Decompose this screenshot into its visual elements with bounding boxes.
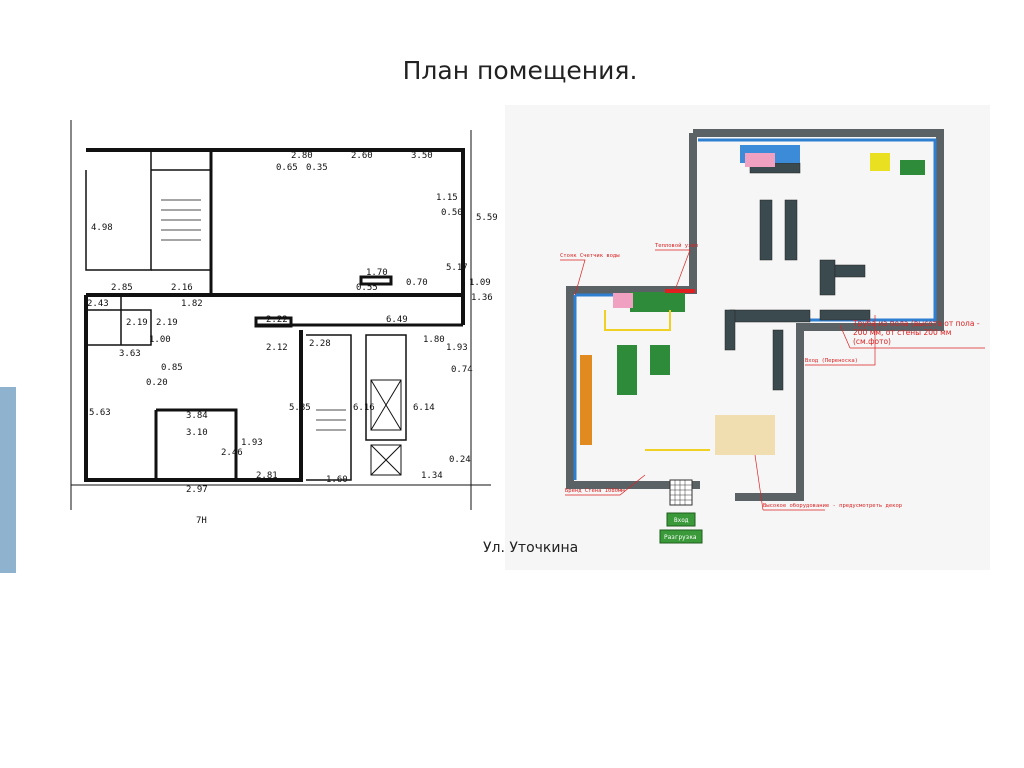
- page-title: План помещения.: [402, 56, 638, 85]
- dim-label: 1.70: [366, 268, 388, 278]
- dim-label: 2.19: [156, 318, 178, 328]
- dim-label: 6.16: [353, 403, 375, 413]
- note-water-riser: Стояк Счетчик воды: [560, 253, 620, 259]
- dim-label: 3.84: [186, 411, 208, 421]
- note-pipe: Труба из пола (высота от пола - 200 мм, …: [853, 319, 980, 346]
- floor-plan-layout: Стояк Счетчик воды Тепловой узел Вход (П…: [505, 105, 990, 570]
- dim-label: 1.09: [469, 278, 491, 288]
- dim-label: 2.81: [256, 471, 278, 481]
- dim-label: 6.49: [386, 315, 408, 325]
- dim-label: 2.12: [266, 343, 288, 353]
- floor-plan-original: 2.80 2.60 3.50 4.98 2.85 2.16 2.43 1.82 …: [51, 110, 503, 527]
- dim-label: 2.28: [309, 339, 331, 349]
- dim-label: 0.35: [306, 163, 328, 173]
- dim-label: 2.46: [221, 448, 243, 458]
- dim-label: 6.14: [413, 403, 435, 413]
- dim-label: 5.17: [446, 263, 468, 273]
- dim-label: 2.97: [186, 485, 208, 495]
- dim-label: 0.20: [146, 378, 168, 388]
- dim-label: 1.34: [421, 471, 443, 481]
- dim-label: 2.16: [171, 283, 193, 293]
- dim-label: 5.59: [476, 213, 498, 223]
- dim-label: 1.93: [446, 343, 468, 353]
- dim-label: 3.10: [186, 428, 208, 438]
- note-entrance-carry: Вход (Переноска): [805, 358, 858, 364]
- dim-label: 2.80: [291, 151, 313, 161]
- note-heat-unit: Тепловой узел: [655, 243, 698, 249]
- dim-label: 1.60: [326, 475, 348, 485]
- dim-label: 5.63: [89, 408, 111, 418]
- dim-label: 0.24: [449, 455, 471, 465]
- dim-label: 1.93: [241, 438, 263, 448]
- unloading-label: Разгрузка: [664, 534, 697, 541]
- dim-label: 0.50: [441, 208, 463, 218]
- dim-label: 0.65: [276, 163, 298, 173]
- side-accent-bar: [0, 387, 16, 573]
- note-tall-equipment: Высокое оборудование - предусмотреть дек…: [763, 502, 902, 509]
- dim-label: 1.82: [181, 299, 203, 309]
- dim-label: 1.00: [149, 335, 171, 345]
- dim-label: 2.60: [351, 151, 373, 161]
- dim-label: 2.43: [87, 299, 109, 309]
- dim-label: 0.70: [406, 278, 428, 288]
- dim-label: 2.22: [266, 315, 288, 325]
- dim-label: 1.80: [423, 335, 445, 345]
- dim-label: 1.36: [471, 293, 493, 303]
- dim-label: 5.85: [289, 403, 311, 413]
- entrance-label: Вход: [674, 517, 689, 524]
- dim-label: 3.50: [411, 151, 433, 161]
- dim-label: 0.85: [161, 363, 183, 373]
- dim-label: 0.55: [356, 283, 378, 293]
- dim-label: 1.15: [436, 193, 458, 203]
- dim-label: 0.74: [451, 365, 473, 375]
- dim-label: 2.85: [111, 283, 133, 293]
- dim-label: 3.63: [119, 349, 141, 359]
- street-label: Ул. Уточкина: [483, 540, 579, 556]
- dim-label: 4.98: [91, 223, 113, 233]
- dim-label: 2.19: [126, 318, 148, 328]
- note-brand-wall: Бренд Стена 1080мм: [565, 488, 625, 494]
- plan-footer-label: 7Н: [196, 516, 207, 526]
